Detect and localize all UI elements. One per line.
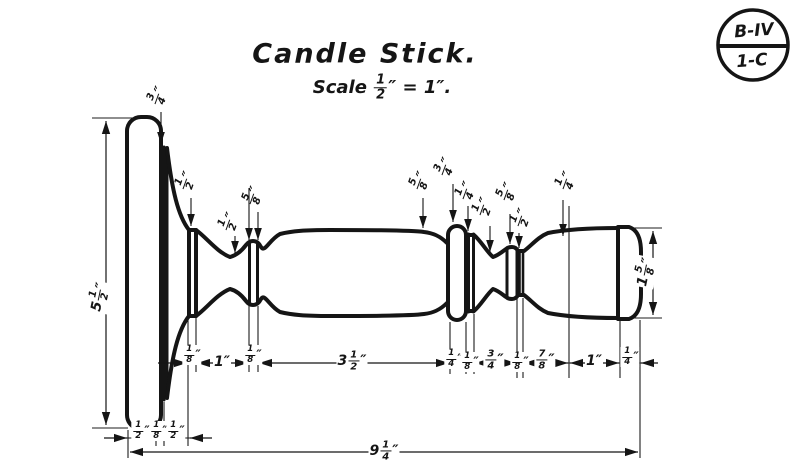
dim-cup-body: 1″ — [585, 353, 603, 369]
leader-lines — [157, 112, 567, 253]
sheet-number-badge — [716, 8, 790, 82]
badge-bottom-label: 1-C — [735, 49, 769, 73]
profile-cup-bottom — [466, 287, 620, 320]
profile-bottom — [165, 287, 449, 400]
rim-cap — [616, 225, 643, 321]
drawing-title: Candle Stick. — [252, 38, 478, 70]
dim-cove1-width: 1″ — [213, 354, 231, 370]
turning-profile — [125, 115, 643, 431]
bead-2 — [446, 224, 468, 322]
profile-cup-top — [466, 226, 620, 259]
badge-circle — [716, 8, 790, 82]
badge-top-label: B-IV — [733, 19, 775, 43]
dim-bead2-width: 14″ — [444, 348, 464, 369]
profile-top — [165, 146, 449, 259]
base-disc — [125, 115, 163, 431]
